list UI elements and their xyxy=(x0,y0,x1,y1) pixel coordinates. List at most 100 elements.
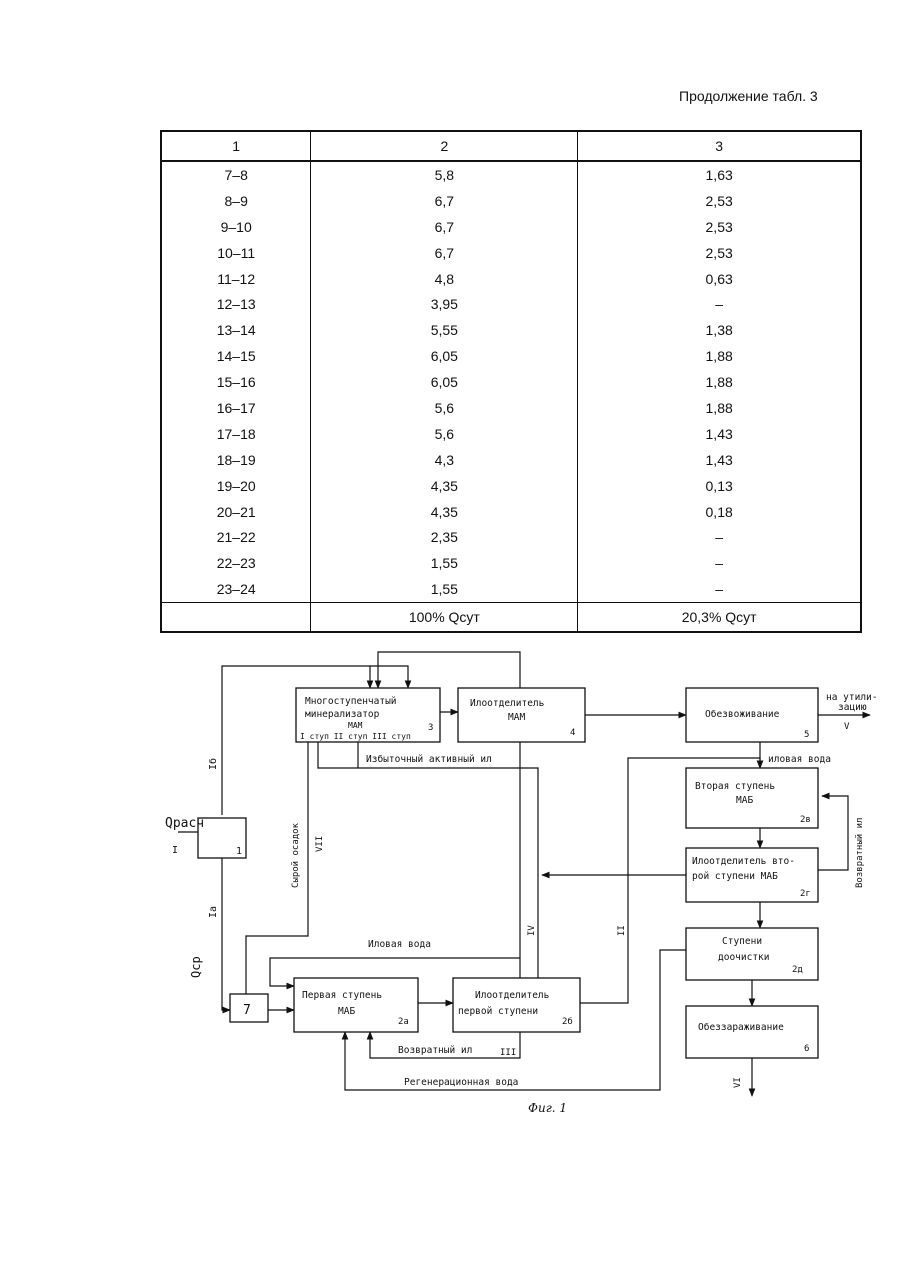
box-5-line1: Обезвоживание xyxy=(705,709,780,720)
table-caption: Продолжение табл. 3 xyxy=(679,88,818,104)
table-cell: 6,05 xyxy=(311,369,578,395)
box-2g-line1: Илоотделитель вто- xyxy=(692,856,795,867)
box-3-line2: минерализатор xyxy=(305,709,380,720)
box-2g-line2: рой ступени МАБ xyxy=(692,871,778,882)
box-1-number: 1 xyxy=(236,846,242,857)
box-6-disinfection: Обеззараживание 6 xyxy=(686,1006,818,1058)
box-3-mineralizer: Многоступенчатый минерализатор МАМ I сту… xyxy=(296,688,440,742)
box-2v-number: 2в xyxy=(800,815,811,825)
box-3-sub: МАМ xyxy=(348,721,363,730)
label-return-sludge-bottom: Возвратный ил xyxy=(398,1045,472,1056)
label-flow-II: II xyxy=(617,925,627,936)
box-6-line1: Обеззараживание xyxy=(698,1022,784,1033)
box-2d-line2: доочистки xyxy=(718,952,769,963)
table-cell: 2,53 xyxy=(578,240,861,266)
table-cell: 2,35 xyxy=(311,524,578,550)
label-sludge-water-center: Иловая вода xyxy=(368,939,431,950)
table-cell: 22–23 xyxy=(161,550,311,576)
table-cell: 14–15 xyxy=(161,343,311,369)
table-cell: 19–20 xyxy=(161,473,311,499)
box-2g-second-separator: Илоотделитель вто- рой ступени МАБ 2г xyxy=(686,848,818,902)
box-2a-number: 2а xyxy=(398,1017,409,1027)
table-row: 10–116,72,53 xyxy=(161,240,861,266)
table-cell: 8–9 xyxy=(161,188,311,214)
box-1-splitter: 1 xyxy=(198,818,246,858)
box-3-line1: Многоступенчатый xyxy=(305,696,397,707)
table-cell: 21–22 xyxy=(161,524,311,550)
label-utilization-2: зацию xyxy=(838,702,867,713)
table-cell: – xyxy=(578,576,861,602)
table-cell: 4,8 xyxy=(311,266,578,292)
table-row: 15–166,051,88 xyxy=(161,369,861,395)
table-cell: 7–8 xyxy=(161,161,311,188)
box-2b-line2: первой ступени xyxy=(458,1006,538,1017)
table-row: 13–145,551,38 xyxy=(161,317,861,343)
table-cell: – xyxy=(578,291,861,317)
table-cell: 0,13 xyxy=(578,473,861,499)
table-cell: 5,8 xyxy=(311,161,578,188)
table-cell: 1,38 xyxy=(578,317,861,343)
table-cell: 5,6 xyxy=(311,395,578,421)
label-flow-V: V xyxy=(844,722,850,732)
table-cell: 4,35 xyxy=(311,499,578,525)
box-2d-polishing: Ступени доочистки 2д xyxy=(686,928,818,980)
table-cell: 16–17 xyxy=(161,395,311,421)
table-cell: 6,05 xyxy=(311,343,578,369)
label-q-ser: Qср xyxy=(189,956,203,978)
table-total-row: 100% Qсут20,3% Qсут xyxy=(161,603,861,633)
process-flow-diagram: 1 7 Многоступенчатый минерализатор МАМ I… xyxy=(0,640,900,1130)
table-cell: 1,63 xyxy=(578,161,861,188)
label-excess-sludge: Избыточный активный ил xyxy=(366,754,492,765)
box-2b-line1: Илоотделитель xyxy=(475,990,550,1001)
label-flow-VI: VI xyxy=(733,1077,743,1088)
label-flow-Ib: Iб xyxy=(207,758,219,770)
figure-caption: Фиг. 1 xyxy=(528,1101,567,1115)
table-row: 14–156,051,88 xyxy=(161,343,861,369)
table-cell: 6,7 xyxy=(311,214,578,240)
table-row: 18–194,31,43 xyxy=(161,447,861,473)
table-cell: 15–16 xyxy=(161,369,311,395)
table-total-cell: 20,3% Qсут xyxy=(578,603,861,633)
table-cell: 1,43 xyxy=(578,447,861,473)
table-row: 12–133,95– xyxy=(161,291,861,317)
label-flow-VII: VII xyxy=(315,836,325,852)
box-2a-line2: МАБ xyxy=(338,1006,355,1017)
table-cell: 0,63 xyxy=(578,266,861,292)
table-cell: 11–12 xyxy=(161,266,311,292)
box-4-line1: Илоотделитель xyxy=(470,698,545,709)
table-row: 17–185,61,43 xyxy=(161,421,861,447)
table-cell: – xyxy=(578,524,861,550)
data-table: 1 2 3 7–85,81,638–96,72,539–106,72,5310–… xyxy=(160,130,862,633)
box-5-dewatering: Обезвоживание 5 xyxy=(686,688,818,742)
box-3-number: 3 xyxy=(428,723,433,733)
table-cell: 9–10 xyxy=(161,214,311,240)
table-cell: 17–18 xyxy=(161,421,311,447)
table-cell: 18–19 xyxy=(161,447,311,473)
table-cell: – xyxy=(578,550,861,576)
table-cell: 23–24 xyxy=(161,576,311,602)
table-row: 9–106,72,53 xyxy=(161,214,861,240)
label-flow-I: I xyxy=(172,845,178,856)
box-4-separator-mam: Илоотделитель МАМ 4 xyxy=(458,688,585,742)
table-cell: 4,3 xyxy=(311,447,578,473)
column-header: 3 xyxy=(578,131,861,161)
box-2d-line1: Ступени xyxy=(722,936,762,947)
table-cell: 1,43 xyxy=(578,421,861,447)
label-flow-IV: IV xyxy=(527,925,537,936)
table-cell: 3,95 xyxy=(311,291,578,317)
table-cell: 5,55 xyxy=(311,317,578,343)
box-7-averager: 7 xyxy=(230,994,268,1022)
box-2g-number: 2г xyxy=(800,889,811,899)
table-cell: 6,7 xyxy=(311,188,578,214)
label-flow-Ia: Iа xyxy=(208,906,219,918)
box-4-number: 4 xyxy=(570,728,575,738)
box-4-line2: МАМ xyxy=(508,712,525,723)
box-5-number: 5 xyxy=(804,730,809,740)
table-cell: 1,88 xyxy=(578,395,861,421)
box-2d-number: 2д xyxy=(792,965,803,975)
table-cell: 1,55 xyxy=(311,576,578,602)
table-cell: 1,88 xyxy=(578,343,861,369)
box-2a-first-stage: Первая ступень МАБ 2а xyxy=(294,978,418,1032)
box-2v-line1: Вторая ступень xyxy=(695,781,775,792)
table-cell: 13–14 xyxy=(161,317,311,343)
